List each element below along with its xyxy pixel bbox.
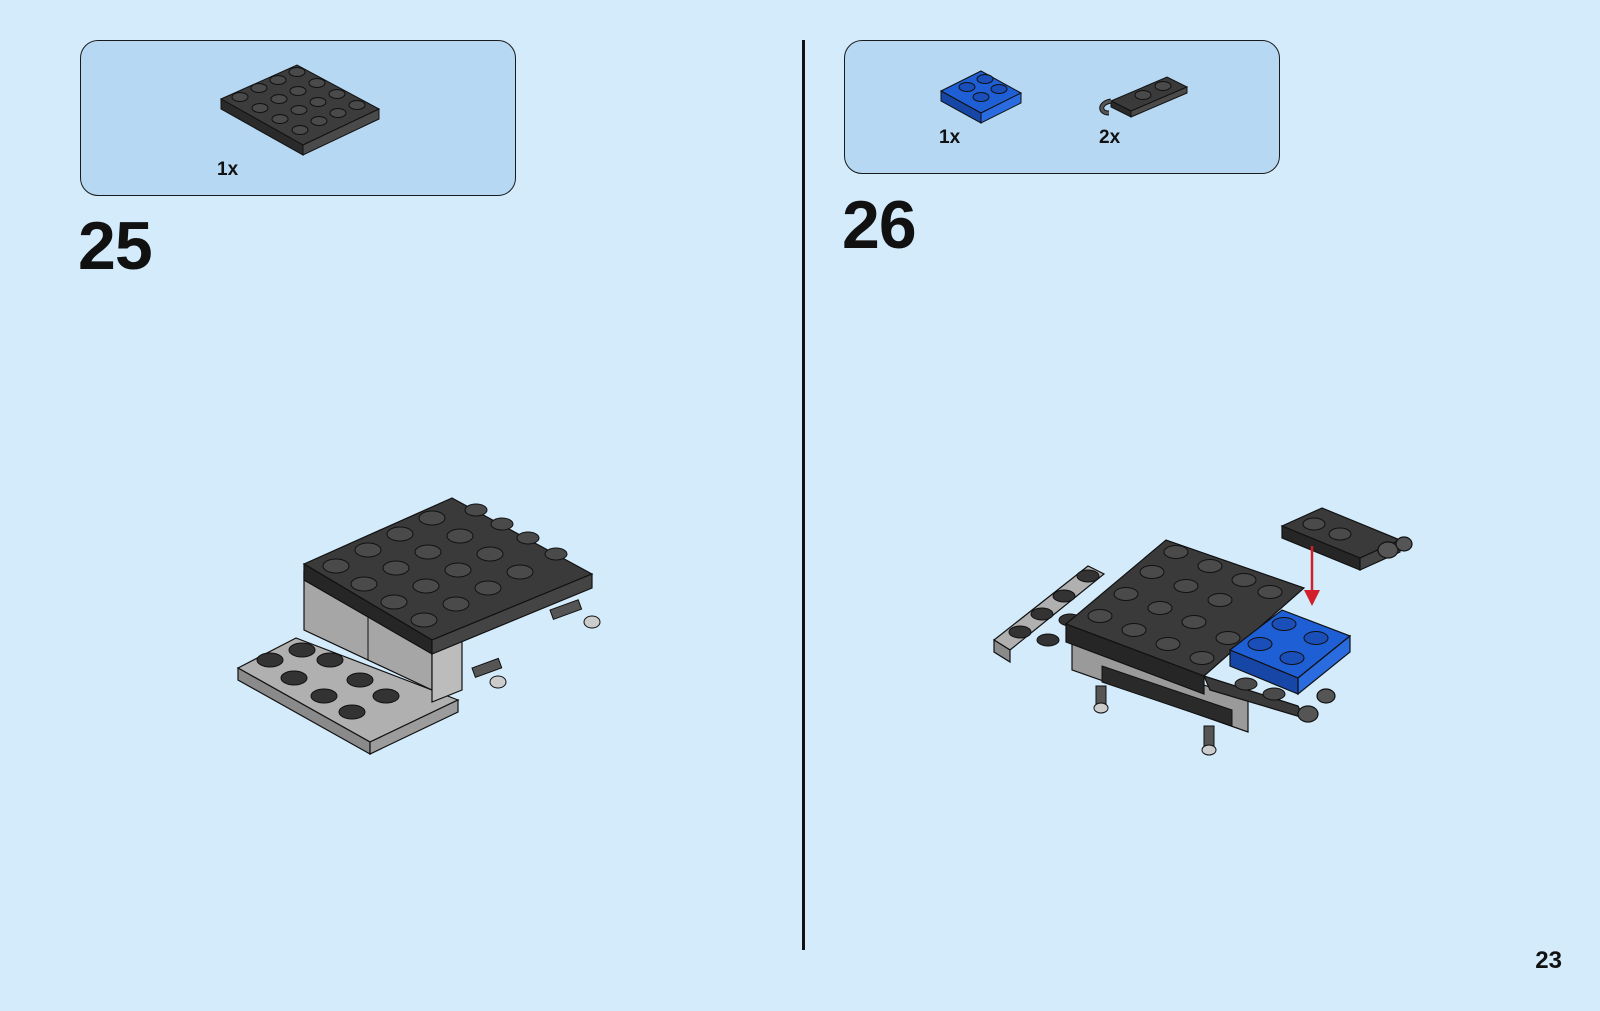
assembly-step-25-illustration bbox=[236, 490, 616, 770]
part-quantity: 1x bbox=[939, 127, 960, 149]
plate-1x2-with-clip-dark-gray-icon bbox=[1097, 71, 1193, 121]
part-quantity: 2x bbox=[1099, 127, 1120, 149]
step-number: 25 bbox=[78, 212, 152, 280]
page-number: 23 bbox=[1535, 947, 1562, 975]
step-number: 26 bbox=[842, 191, 916, 259]
parts-list-step-25: 1x bbox=[80, 40, 516, 196]
parts-list-step-26: 1x 2x bbox=[844, 40, 1280, 174]
page-divider bbox=[802, 40, 805, 950]
plate-2x2-blue-icon bbox=[937, 63, 1027, 133]
assembly-step-26-illustration bbox=[992, 500, 1432, 770]
plate-4x4-dark-gray-icon bbox=[215, 53, 385, 163]
part-quantity: 1x bbox=[217, 159, 238, 181]
